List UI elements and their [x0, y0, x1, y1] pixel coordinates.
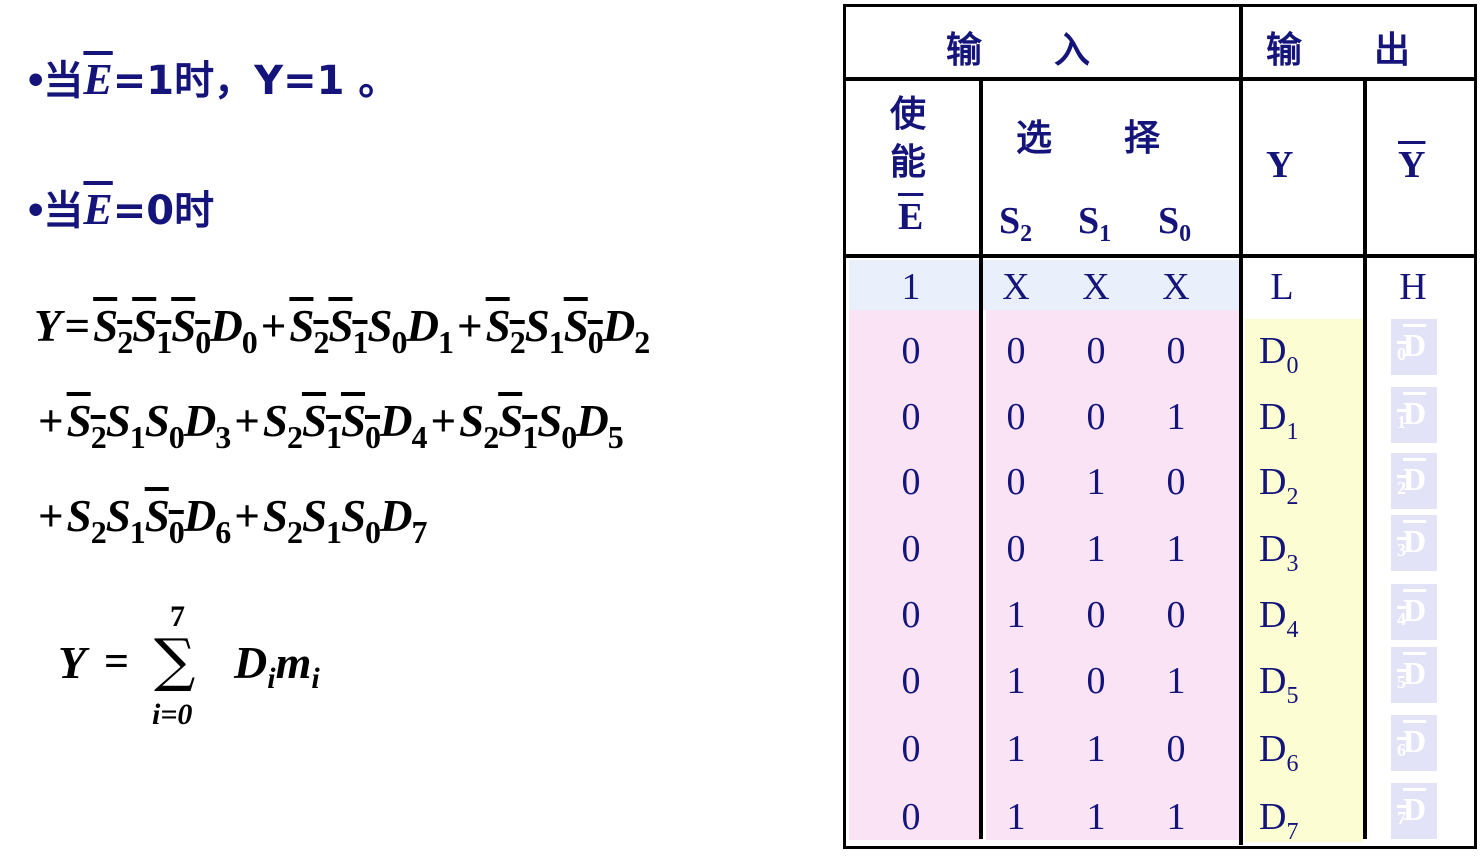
row8-s1: 1	[1086, 728, 1106, 770]
row1-ybar: H	[1399, 266, 1427, 308]
row8-y: D6	[1259, 728, 1299, 777]
enable-column-background	[849, 310, 982, 840]
s1-label: S1	[1078, 200, 1112, 247]
row8-s2: 1	[1006, 728, 1026, 770]
row7-s1: 0	[1086, 660, 1106, 702]
s0-label: S0	[1158, 200, 1192, 247]
header-output: 输 出	[1266, 30, 1411, 71]
row4-s0: 0	[1166, 461, 1186, 503]
row8-e: 0	[901, 728, 921, 770]
row1-e: 1	[901, 266, 921, 308]
row2-s2: 0	[1006, 330, 1026, 372]
row3-s1: 0	[1086, 396, 1106, 438]
enable-symbol: E	[898, 196, 924, 238]
row1-background	[849, 260, 1239, 310]
row8-s0: 0	[1166, 728, 1186, 770]
row5-s1: 1	[1086, 528, 1106, 570]
row7-s0: 1	[1166, 660, 1186, 702]
enable-label-2: 能	[890, 142, 927, 183]
y-ybar-divider	[1363, 77, 1367, 839]
row7-s2: 1	[1006, 660, 1026, 702]
y-column-background	[1245, 319, 1363, 842]
row2-s1: 0	[1086, 330, 1106, 372]
equation-line-1: Y=S2S1S0D0+S2S1S0D1+S2S1S0D2	[34, 301, 650, 360]
header-bottom-line	[846, 254, 1474, 258]
row4-e: 0	[901, 461, 921, 503]
row5-y: D3	[1259, 528, 1299, 577]
header-input: 输 入	[946, 30, 1091, 71]
row9-s0: 1	[1166, 796, 1186, 838]
row5-e: 0	[901, 528, 921, 570]
row1-s1: X	[1082, 266, 1110, 308]
statement-enable-1: •当E=1时，Y=1 。	[28, 55, 399, 104]
ybar-label: Y	[1398, 144, 1426, 186]
row4-y: D2	[1259, 461, 1299, 510]
row3-s2: 0	[1006, 396, 1026, 438]
sigma-symbol: ∑	[154, 626, 196, 694]
row1-s2: X	[1002, 266, 1030, 308]
enable-label-1: 使	[890, 94, 927, 135]
summation-formula: Y = 7 ∑ i=0 Dimi	[58, 600, 320, 731]
enable-select-divider	[979, 77, 983, 839]
row6-y: D4	[1259, 594, 1299, 643]
row2-e: 0	[901, 330, 921, 372]
row1-y: L	[1270, 266, 1294, 308]
input-output-divider	[1239, 7, 1243, 845]
row7-e: 0	[901, 660, 921, 702]
row9-s1: 1	[1086, 796, 1106, 838]
row2-s0: 0	[1166, 330, 1186, 372]
row9-y: D7	[1259, 796, 1299, 845]
row5-s2: 0	[1006, 528, 1026, 570]
s2-label: S2	[999, 200, 1033, 247]
row9-e: 0	[901, 796, 921, 838]
row9-s2: 1	[1006, 796, 1026, 838]
row1-s0: X	[1162, 266, 1190, 308]
row5-s0: 1	[1166, 528, 1186, 570]
header-divider	[846, 77, 1474, 81]
select-columns-background	[986, 310, 1239, 840]
sum-upper-limit: 7	[170, 600, 185, 633]
y-label: Y	[1266, 144, 1294, 186]
row6-s2: 1	[1006, 594, 1026, 636]
truth-table: 输 入 输 出 使 能 E 选 择 S2 S1 S0 Y Y 1 X X X L…	[843, 4, 1477, 849]
e-bar-symbol: E	[83, 185, 113, 234]
row4-s2: 0	[1006, 461, 1026, 503]
equation-line-3: +S2S1S0D6+S2S1S0D7	[38, 491, 428, 550]
row3-e: 0	[901, 396, 921, 438]
row6-e: 0	[901, 594, 921, 636]
row3-y: D1	[1259, 396, 1299, 445]
sum-term: Dimi	[234, 637, 320, 695]
statement-enable-0: •当E=0时	[28, 185, 215, 234]
row2-y: D0	[1259, 330, 1299, 379]
sum-lower-limit: i=0	[152, 698, 193, 731]
e-bar-symbol: E	[83, 55, 113, 104]
row6-s1: 0	[1086, 594, 1106, 636]
row4-s1: 1	[1086, 461, 1106, 503]
row3-s0: 1	[1166, 396, 1186, 438]
row7-y: D5	[1259, 660, 1299, 709]
equation-line-2: +S2S1S0D3+S2S1S0D4+S2S1S0D5	[38, 396, 624, 455]
select-label: 选 择	[1016, 118, 1161, 159]
row6-s0: 0	[1166, 594, 1186, 636]
